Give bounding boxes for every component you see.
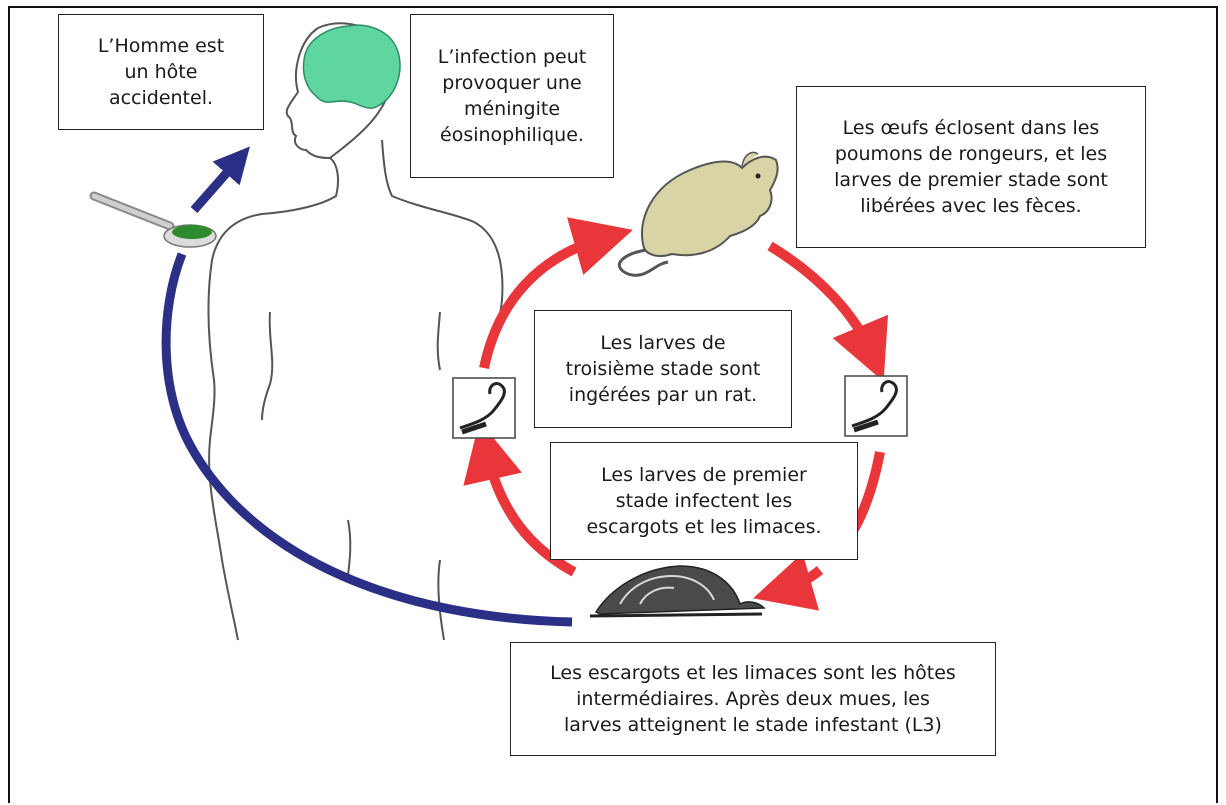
- rodent-lungs-label: Les œufs éclosent dans les poumons de ro…: [796, 86, 1146, 248]
- first-stage-infect-label: Les larves de premier stade infectent le…: [550, 442, 858, 560]
- intermediate-hosts-label: Les escargots et les limaces sont les hô…: [510, 642, 996, 756]
- larva-icon: [845, 376, 907, 436]
- ingestion-arrow: [194, 160, 238, 210]
- brain-icon: [304, 25, 400, 108]
- rat-icon: [619, 153, 777, 276]
- third-stage-ingested-label: Les larves de troisième stade sont ingér…: [534, 310, 792, 428]
- larva-icon: [453, 378, 515, 438]
- meningitis-label: L’infection peut provoquer une méningite…: [410, 14, 614, 178]
- accidental-host-label: L’Homme est un hôte accidentel.: [58, 14, 264, 130]
- snail-icon: [590, 566, 764, 616]
